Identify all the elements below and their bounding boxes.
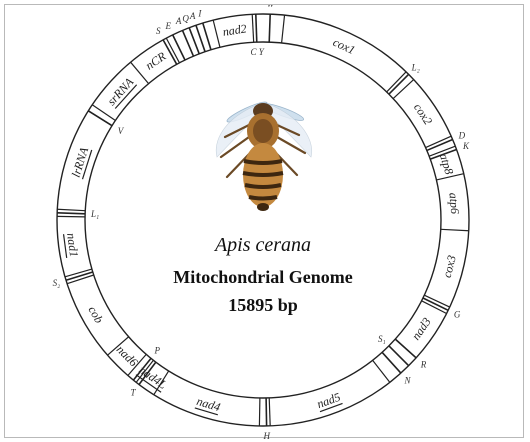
trna-tick xyxy=(203,23,211,50)
trna-tick xyxy=(88,111,112,126)
trna-label: L₁ xyxy=(90,209,99,219)
trna-label: K xyxy=(462,141,470,151)
trna-tick xyxy=(173,35,185,60)
segment-boundary xyxy=(213,20,220,47)
trna-tick xyxy=(269,14,270,42)
trna-label: R xyxy=(420,360,427,370)
segment-boundary xyxy=(252,14,253,42)
gene-label: nad5 xyxy=(315,390,342,411)
gene-label: lrRNA xyxy=(69,145,92,179)
segment-boundary xyxy=(57,209,85,210)
gene-label: nad2 xyxy=(222,21,248,38)
trna-label: N xyxy=(404,376,412,386)
segment-boundary xyxy=(441,229,469,230)
trna-label: Q xyxy=(182,13,189,23)
segment-boundary xyxy=(436,174,463,180)
trna-label: T xyxy=(131,388,137,398)
trna-label: A xyxy=(189,11,196,21)
trna-tick xyxy=(57,213,85,214)
genome-title: Mitochondrial Genome xyxy=(173,267,352,287)
bee-illustration xyxy=(216,99,312,211)
gene-label: cox1 xyxy=(331,35,357,57)
trna-tick xyxy=(389,74,409,94)
segment-boundary xyxy=(269,398,270,426)
trna-tick xyxy=(256,14,257,42)
gene-label: nad3 xyxy=(409,315,434,343)
trna-label: H xyxy=(263,431,271,439)
trna-label: S₁ xyxy=(378,334,386,344)
trna-label: P xyxy=(154,346,161,356)
inner-ring-circle xyxy=(85,42,441,398)
gene-label: nad4 xyxy=(195,394,222,414)
species-name: Apis cerana xyxy=(213,234,311,256)
gene-segments: cox1cox2atp8atp6cox3nad3nad5nad4nad4Lnad… xyxy=(57,14,469,426)
trna-label: W xyxy=(267,5,276,9)
trna-label: V xyxy=(118,126,125,136)
trna-label: S₂ xyxy=(53,278,61,288)
trna-label: C Y xyxy=(251,47,265,57)
trna-label: L₂ xyxy=(411,62,420,72)
mitochondrial-genome-map: cox1cox2atp8atp6cox3nad3nad5nad4nad4Lnad… xyxy=(5,5,525,439)
gene-label: nad1 xyxy=(64,232,81,258)
gene-label: cox3 xyxy=(440,254,459,279)
segment-boundary xyxy=(282,15,285,43)
trna-label: A xyxy=(175,16,182,26)
trna-labels: WC YL₂DKGRS₁NHPTS₂L₁VSEAQAI xyxy=(53,5,470,439)
trna-label: I xyxy=(197,8,202,18)
gene-label: atp8 xyxy=(437,152,457,177)
segment-boundary xyxy=(92,105,115,121)
gene-label: nCR xyxy=(143,49,169,73)
gene-label: srRNA xyxy=(104,74,136,108)
gene-label: cob xyxy=(86,304,107,326)
trna-label: D xyxy=(458,131,466,141)
gene-label: cox2 xyxy=(411,101,435,128)
genome-length: 15895 bp xyxy=(228,295,298,315)
trna-label: G xyxy=(454,310,461,320)
segment-boundary xyxy=(373,360,390,382)
figure-frame: cox1cox2atp8atp6cox3nad3nad5nad4nad4Lnad… xyxy=(4,4,524,438)
trna-label: E xyxy=(165,21,172,31)
gene-label: atp6 xyxy=(446,192,462,214)
trna-label: S xyxy=(156,26,161,36)
